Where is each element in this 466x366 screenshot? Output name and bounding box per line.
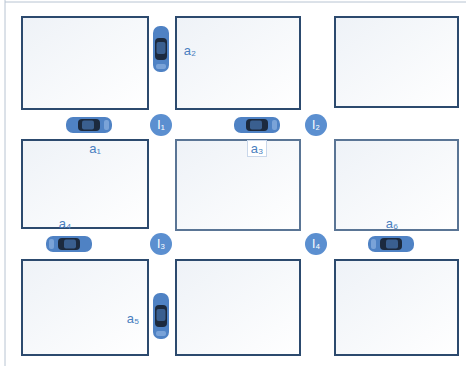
intersection-label: I₁	[157, 119, 164, 131]
city-blocks	[22, 17, 458, 355]
agent-label: a₂	[184, 44, 196, 57]
intersection-marker: I₁	[150, 114, 172, 136]
intersection-label: I₄	[312, 238, 320, 250]
frame-line	[5, 0, 6, 366]
intersection-label: I₂	[312, 119, 320, 131]
agent-label: a₃	[247, 140, 268, 157]
agent-label: a₁	[89, 142, 101, 155]
cars	[46, 26, 414, 339]
agent-label: a₄	[59, 217, 72, 230]
intersection-marker: I₂	[305, 114, 327, 136]
frame-line	[5, 2, 466, 3]
agent-label: a₅	[127, 312, 139, 325]
intersection-marker: I₃	[150, 233, 172, 255]
agent-label: a₆	[386, 217, 398, 230]
intersection-marker: I₄	[305, 233, 327, 255]
intersection-label: I₃	[157, 238, 165, 250]
